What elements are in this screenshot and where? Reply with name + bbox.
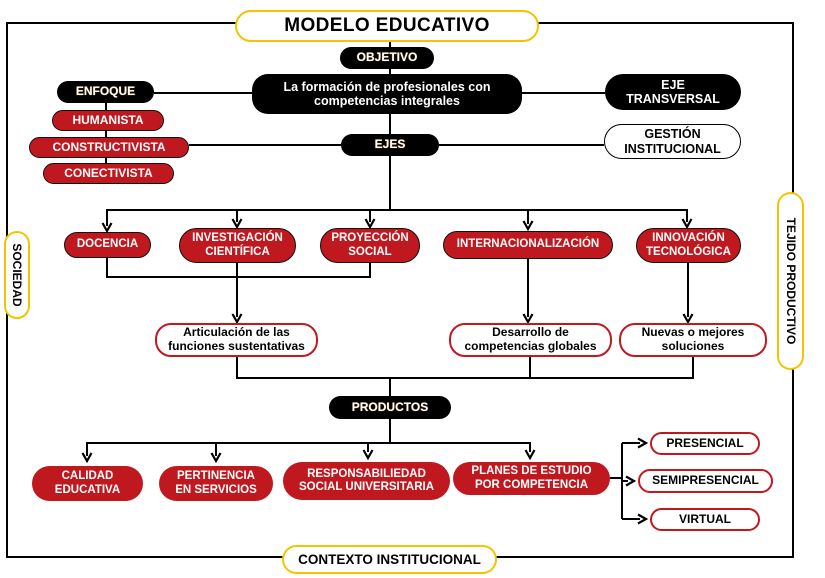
- constructivista-node: CONSTRUCTIVISTA: [29, 137, 189, 158]
- virtual-node: VIRTUAL: [650, 508, 760, 531]
- investigacion-cientifica-node: INVESTIGACIÓN CIENTÍFICA: [179, 228, 296, 263]
- calidad-educativa-node: CALIDAD EDUCATIVA: [32, 466, 143, 501]
- nuevas-soluciones-node: Nuevas o mejores soluciones: [619, 323, 767, 357]
- productos-node: PRODUCTOS: [329, 396, 451, 419]
- innovacion-tecnologica-node: INNOVACIÓN TECNOLÓGICA: [636, 228, 741, 263]
- docencia-node: DOCENCIA: [64, 232, 151, 258]
- tejido-productivo-label-text: TEJIDO PRODUCTIVO: [783, 217, 798, 345]
- sociedad-label-text: SOCIEDAD: [10, 243, 24, 307]
- enfoque-node: ENFOQUE: [57, 81, 154, 103]
- objetivo-description-node: La formación de profesionales con compet…: [252, 74, 522, 114]
- presencial-node: PRESENCIAL: [650, 432, 760, 455]
- desarrollo-competencias-node: Desarrollo de competencias globales: [449, 323, 612, 357]
- planes-estudio-node: PLANES DE ESTUDIO POR COMPETENCIA: [453, 462, 610, 495]
- pertinencia-servicios-node: PERTINENCIA EN SERVICIOS: [159, 466, 273, 501]
- responsabilidad-social-node: RESPONSABILIEDAD SOCIAL UNIVERSITARIA: [283, 462, 450, 500]
- tejido-productivo-label: TEJIDO PRODUCTIVO: [777, 192, 804, 370]
- objetivo-node: OBJETIVO: [340, 47, 434, 69]
- eje-transversal-node: EJE TRANSVERSAL: [605, 74, 741, 110]
- ejes-node: EJES: [341, 134, 439, 156]
- sociedad-label: SOCIEDAD: [4, 231, 30, 319]
- contexto-institucional-label: CONTEXTO INSTITUCIONAL: [282, 545, 497, 574]
- proyeccion-social-node: PROYECCIÓN SOCIAL: [320, 228, 420, 263]
- gestion-institucional-node: GESTIÓN INSTITUCIONAL: [604, 124, 741, 159]
- semipresencial-node: SEMIPRESENCIAL: [638, 469, 773, 493]
- internacionalizacion-node: INTERNACIONALIZACIÓN: [443, 231, 613, 259]
- title-node: MODELO EDUCATIVO: [235, 10, 539, 42]
- conectivista-node: CONECTIVISTA: [43, 163, 174, 184]
- articulacion-funciones-node: Articulación de las funciones sustentati…: [155, 323, 318, 357]
- humanista-node: HUMANISTA: [52, 110, 164, 131]
